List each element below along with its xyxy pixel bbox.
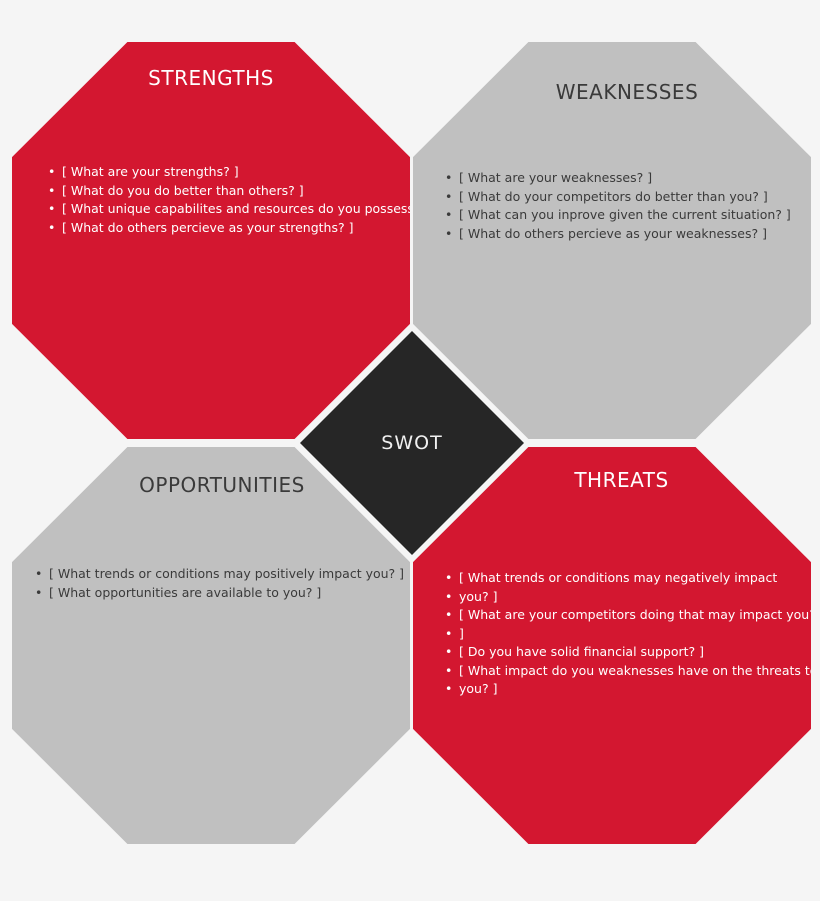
list-item: [ What opportunities are available to yo… <box>35 584 404 603</box>
strengths-title: STRENGTHS <box>148 66 274 90</box>
list-item: [ What trends or conditions may positive… <box>35 565 404 584</box>
opportunities-quadrant: OPPORTUNITIES [ What trends or condition… <box>12 447 410 844</box>
list-item: [ What are your strengths? ] <box>48 163 410 182</box>
weaknesses-quadrant: WEAKNESSES [ What are your weaknesses? ]… <box>413 42 811 439</box>
list-item: you? ] <box>445 588 811 607</box>
threats-quadrant: THREATS [ What trends or conditions may … <box>413 447 811 844</box>
strengths-quadrant: STRENGTHS [ What are your strengths? ] [… <box>12 42 410 439</box>
list-item: [ What are your weaknesses? ] <box>445 169 791 188</box>
center-label: SWOT <box>381 432 443 454</box>
list-item: [ What unique capabilites and resources … <box>48 200 410 219</box>
list-item: [ What trends or conditions may negative… <box>445 569 811 588</box>
list-item: [ What can you inprove given the current… <box>445 206 791 225</box>
opportunities-title: OPPORTUNITIES <box>139 473 305 497</box>
threats-list: [ What trends or conditions may negative… <box>445 569 811 699</box>
list-item: [ Do you have solid financial support? ] <box>445 643 811 662</box>
list-item: [ What do others percieve as your weakne… <box>445 225 791 244</box>
weaknesses-title: WEAKNESSES <box>555 80 699 104</box>
list-item: [ What do your competitors do better tha… <box>445 188 791 207</box>
swot-center: SWOT <box>300 331 524 555</box>
list-item: you? ] <box>445 680 811 699</box>
strengths-list: [ What are your strengths? ] [ What do y… <box>48 163 410 238</box>
list-item: ] <box>445 625 811 644</box>
weaknesses-list: [ What are your weaknesses? ] [ What do … <box>445 169 791 243</box>
threats-title: THREATS <box>574 468 669 492</box>
list-item: [ What do you do better than others? ] <box>48 182 410 201</box>
list-item: [ What impact do you weaknesses have on … <box>445 662 811 681</box>
list-item: [ What are your competitors doing that m… <box>445 606 811 625</box>
opportunities-list: [ What trends or conditions may positive… <box>35 565 404 602</box>
list-item: [ What do others percieve as your streng… <box>48 219 410 238</box>
